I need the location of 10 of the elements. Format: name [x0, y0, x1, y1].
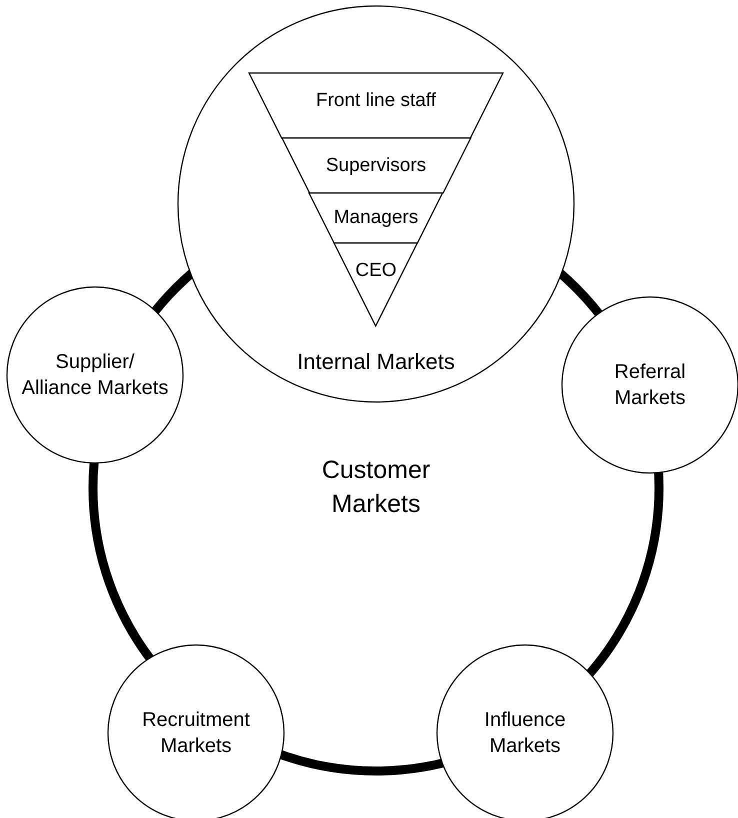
market-label: Recruitment Markets	[141, 708, 251, 759]
market-label: CEO	[354, 260, 398, 282]
market-label: Front line staff	[314, 90, 438, 112]
market-label: Supplier/ Alliance Markets	[20, 350, 170, 401]
market-label: Customer Markets	[320, 455, 432, 520]
market-label: Managers	[332, 207, 420, 229]
market-label: Referral Markets	[613, 360, 687, 411]
market-label: Supervisors	[324, 154, 428, 176]
market-label: Internal Markets	[296, 348, 456, 376]
market-label: Influence Markets	[483, 708, 567, 759]
